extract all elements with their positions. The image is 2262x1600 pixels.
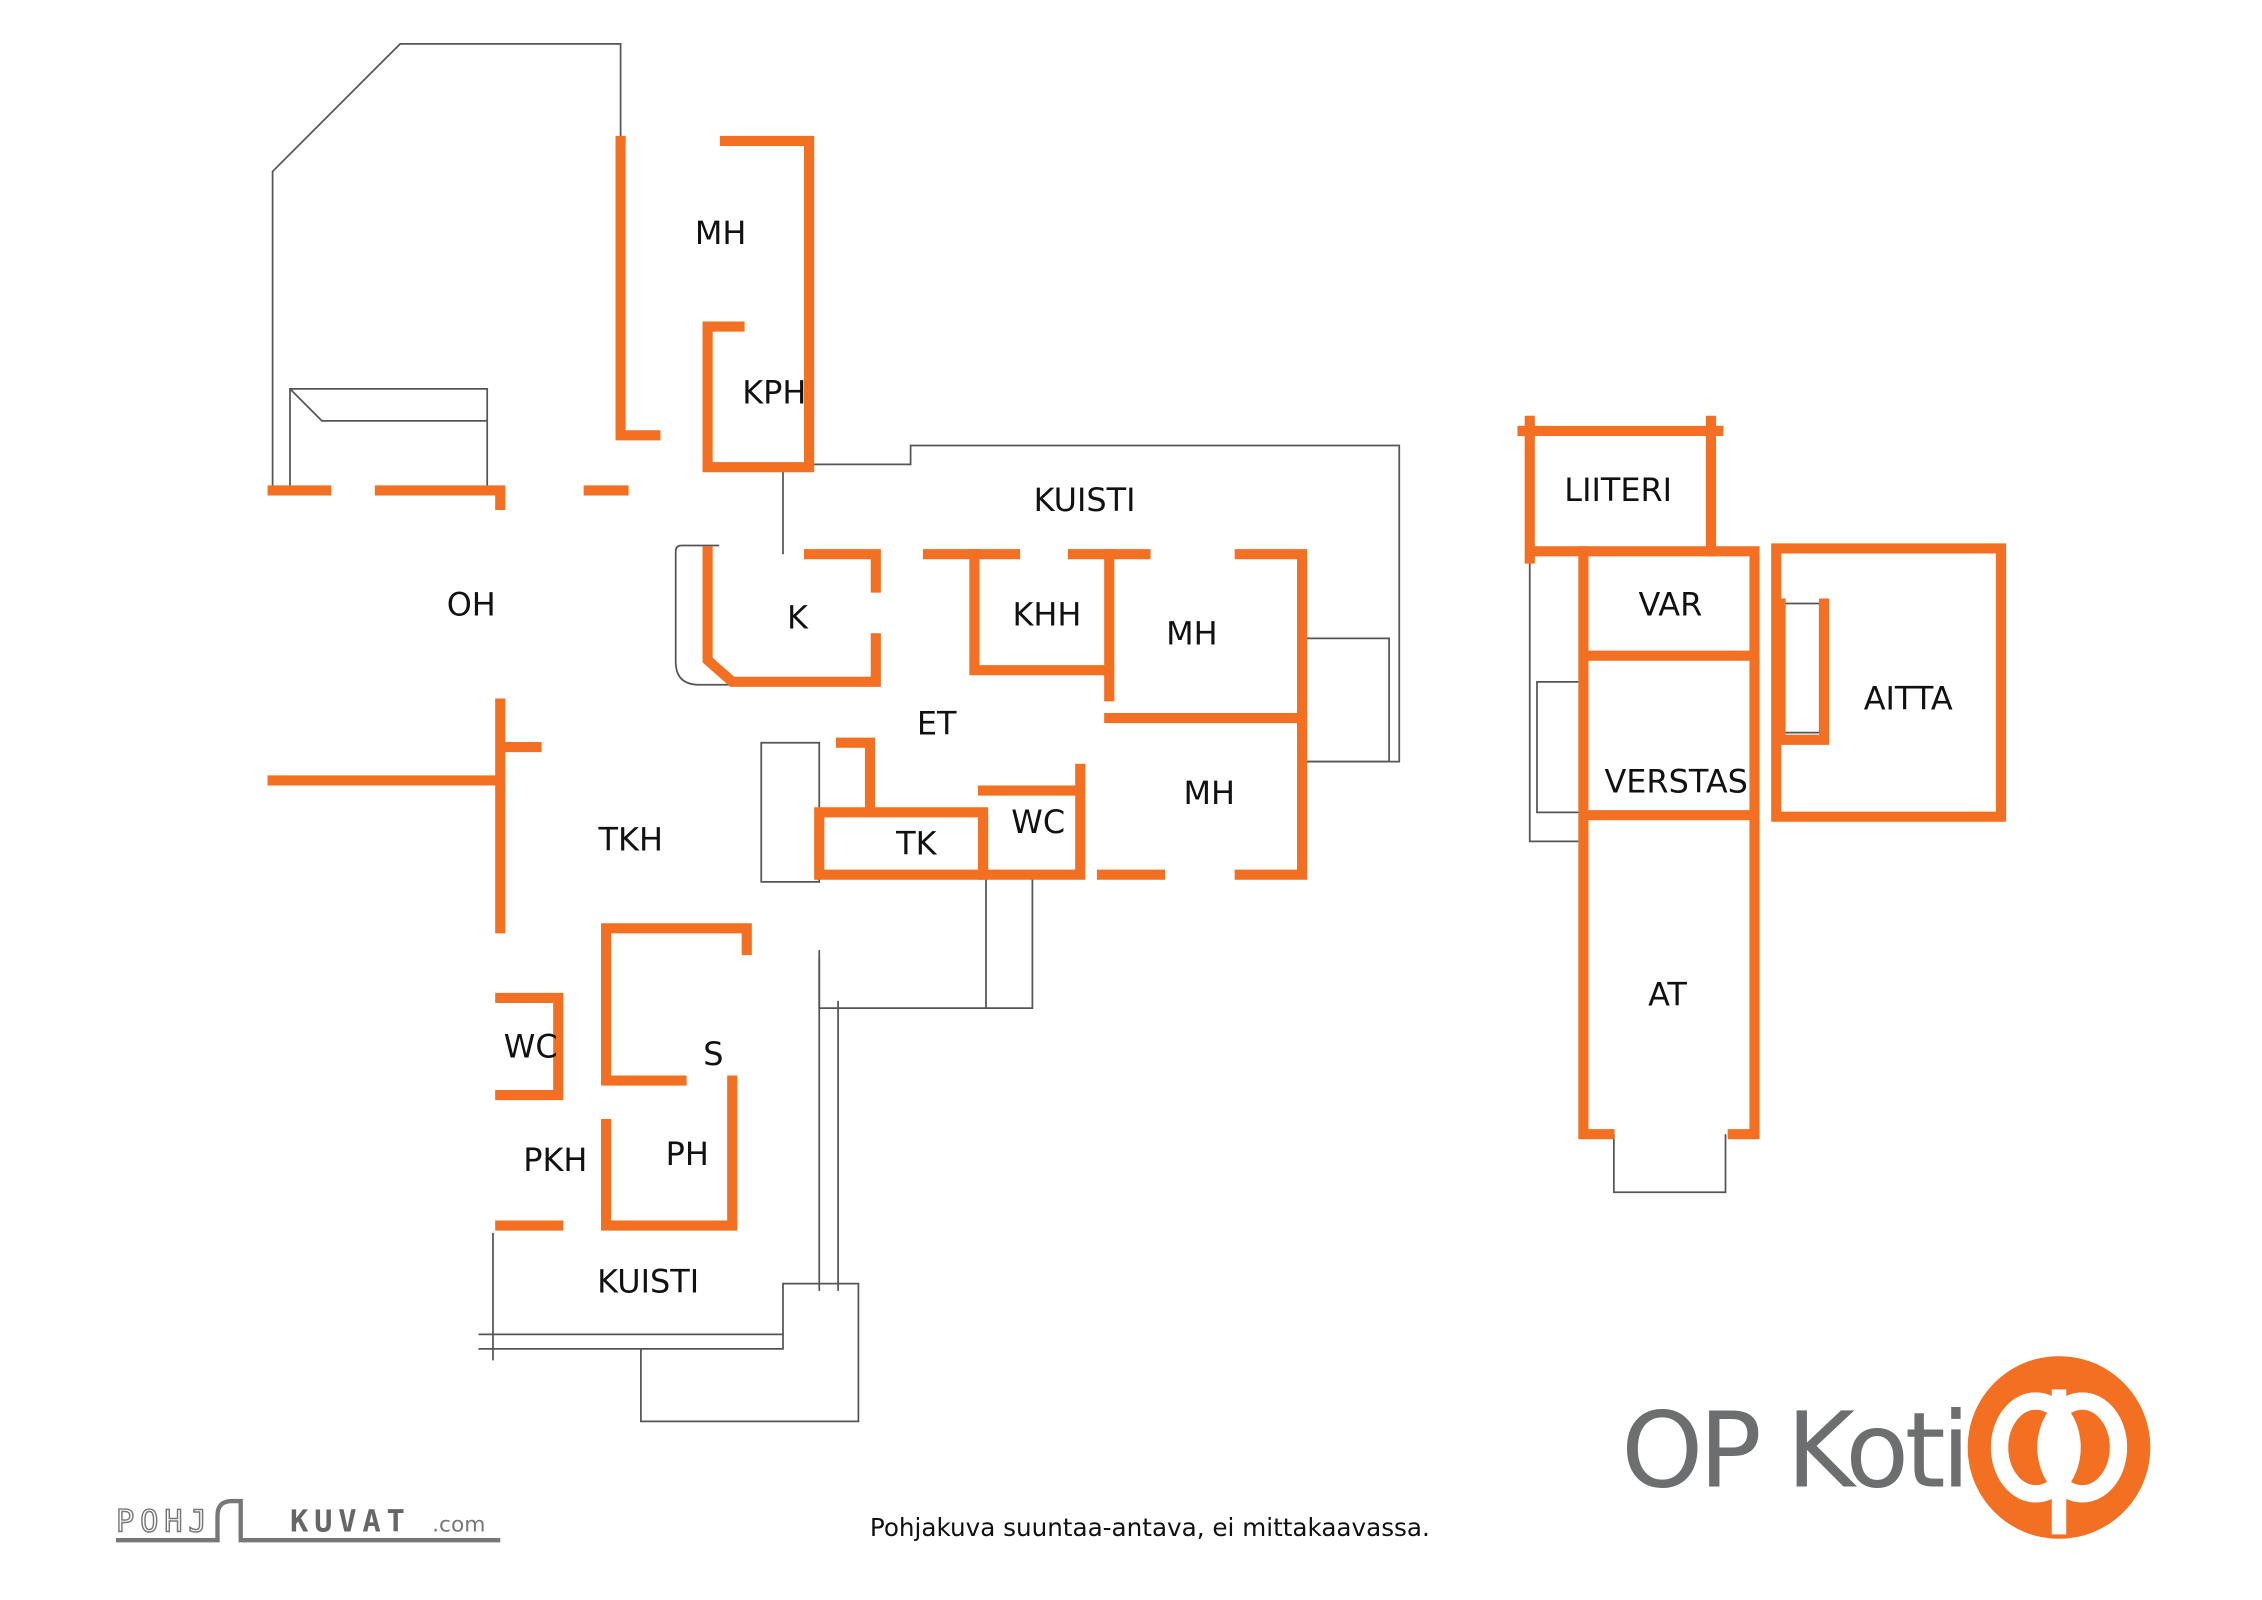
room-label-mh: MH [695, 214, 747, 252]
room-label-wc: WC [1011, 803, 1065, 841]
room-label-kuisti: KUISTI [1034, 481, 1136, 519]
credit-left: POHJ [116, 1505, 212, 1540]
room-label-liiteri: LIITERI [1564, 471, 1672, 509]
room-label-wc: WC [504, 1028, 558, 1066]
disclaimer-caption: Pohjakuva suuntaa-antava, ei mittakaavas… [870, 1513, 1430, 1542]
room-label-pkh: PKH [523, 1141, 587, 1179]
room-label-mh: MH [1166, 614, 1218, 652]
op-logo-icon [1967, 1356, 2151, 1539]
room-label-at: AT [1648, 975, 1687, 1013]
room-label-verstas: VERSTAS [1604, 762, 1747, 800]
room-label-kuisti: KUISTI [597, 1263, 699, 1301]
room-label-khh: KHH [1012, 596, 1081, 634]
room-label-mh: MH [1184, 774, 1236, 812]
room-label-var: VAR [1639, 585, 1703, 623]
room-label-tk: TK [895, 825, 937, 863]
room-label-tkh: TKH [598, 820, 663, 858]
room-label-et: ET [917, 704, 957, 742]
room-label-s: S [703, 1035, 723, 1073]
credit-suffix: .com [432, 1513, 485, 1538]
brand-name: OP Koti [1621, 1390, 1966, 1512]
walls [267, 135, 2007, 1231]
room-label-oh: OH [447, 585, 496, 623]
room-label-kph: KPH [742, 374, 806, 412]
credit-right: KUVAT [290, 1505, 411, 1540]
room-label-k: K [787, 598, 809, 636]
room-label-aitta: AITTA [1864, 680, 1953, 718]
outline-lines [271, 42, 1821, 1423]
pohjakuvat-logo: POHJ KUVAT .com [115, 1498, 501, 1543]
room-label-ph: PH [666, 1135, 709, 1173]
